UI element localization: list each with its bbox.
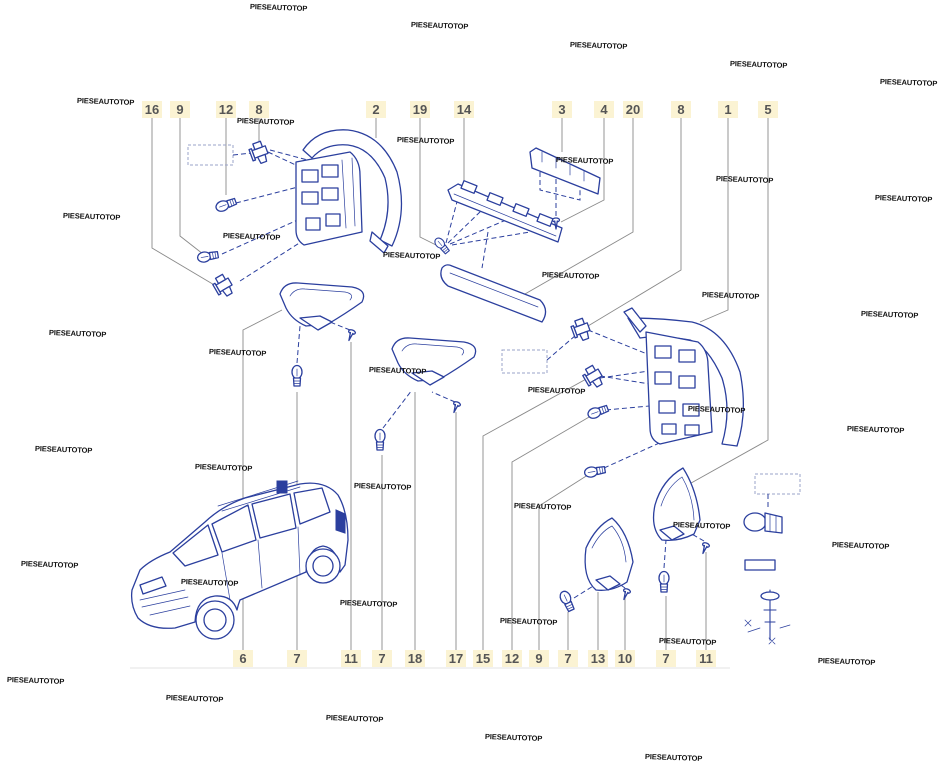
callout-6: 6 (233, 650, 253, 667)
callout-8-right: 8 (671, 101, 691, 118)
callout-7-b: 7 (372, 650, 392, 667)
leader-lines (151, 118, 769, 650)
assembly-line (235, 185, 303, 204)
leader-5 (683, 118, 769, 488)
lamp-right-side (652, 467, 701, 542)
callout-10: 10 (615, 650, 635, 667)
left-tail-light (295, 129, 403, 254)
assembly-lines (187, 144, 801, 599)
callout-11-a: 11 (341, 650, 361, 667)
reference-frame-right (501, 349, 548, 374)
socket-8 (247, 139, 271, 167)
leader-8-right (587, 118, 682, 327)
assembly-line (267, 151, 303, 169)
assembly-line (451, 231, 531, 246)
callout-2: 2 (366, 101, 386, 118)
callout-19: 19 (410, 101, 430, 118)
callout-16: 16 (142, 101, 162, 118)
assembly-line (663, 539, 667, 569)
assembly-line (431, 391, 456, 403)
leader-19 (419, 118, 439, 247)
screw-11-a (344, 328, 357, 343)
assembly-line (296, 325, 301, 364)
lamp-left-lower (279, 282, 365, 331)
assembly-line (605, 404, 661, 411)
callout-4: 4 (594, 101, 614, 118)
assembly-line (546, 334, 577, 361)
callout-5: 5 (758, 101, 778, 118)
center-brake-light (447, 180, 563, 243)
assembly-line (603, 439, 667, 469)
vehicle-illustration (130, 480, 349, 640)
bulb-12 (213, 195, 238, 214)
callout-20: 20 (623, 101, 643, 118)
lamp-center-lower (391, 337, 477, 386)
bulb-7-b (374, 428, 386, 451)
assembly-line (221, 217, 303, 255)
assembly-line (689, 532, 705, 542)
screw-11-b (698, 541, 711, 556)
socket-8-right (569, 316, 593, 344)
leader-20 (517, 118, 634, 299)
leader-9-b (538, 472, 592, 650)
callout-18: 18 (405, 650, 425, 667)
leader-6 (242, 309, 283, 650)
callout-7-d: 7 (656, 650, 676, 667)
right-tail-light (623, 307, 745, 447)
assembly-line (599, 375, 657, 386)
bulb-7-c (557, 588, 577, 614)
callout-11-b: 11 (696, 650, 716, 667)
assembly-line (449, 219, 507, 245)
screw-17 (449, 400, 462, 415)
reference-frame-detail (754, 473, 801, 495)
callout-15: 15 (473, 650, 493, 667)
callout-17: 17 (446, 650, 466, 667)
assembly-line (587, 329, 653, 357)
callout-1: 1 (718, 101, 738, 118)
callout-14: 14 (454, 101, 474, 118)
bulb-7-d (658, 570, 670, 593)
leader-15 (482, 377, 589, 650)
callout-9: 9 (170, 101, 190, 118)
bulb-12-b (585, 402, 610, 421)
bulb-7-a (291, 364, 303, 387)
assembly-line (445, 197, 459, 244)
leader-1 (699, 118, 729, 323)
socket-16 (210, 272, 237, 300)
assembly-line (382, 389, 413, 429)
assembly-line (539, 172, 581, 201)
callout-7-c: 7 (558, 650, 578, 667)
callout-8: 8 (249, 101, 269, 118)
callout-3: 3 (552, 101, 572, 118)
bracket (529, 147, 601, 195)
leader-9 (179, 118, 204, 255)
assembly-line (239, 239, 305, 282)
vehicle-rear-side-lamp (335, 509, 346, 534)
screw-10 (619, 587, 632, 602)
leader-4 (560, 118, 605, 223)
bulb-9-b (583, 464, 607, 479)
callout-12: 12 (216, 101, 236, 118)
assembly-line (481, 231, 489, 269)
assembly-line (573, 582, 599, 599)
vehicle-rear-high-lamp (276, 480, 288, 494)
callout-13: 13 (588, 650, 608, 667)
leader-16 (151, 118, 217, 287)
assembly-line (232, 152, 253, 156)
assembly-line (329, 321, 351, 331)
callout-12-b: 12 (502, 650, 522, 667)
callout-7-a: 7 (287, 650, 307, 667)
bulb-detail (743, 512, 791, 645)
leader-12-b (511, 412, 597, 650)
brake-light-lens (440, 264, 547, 323)
callout-9-b: 9 (529, 650, 549, 667)
assembly-line (599, 369, 657, 379)
lamp-right-lower (584, 517, 634, 591)
